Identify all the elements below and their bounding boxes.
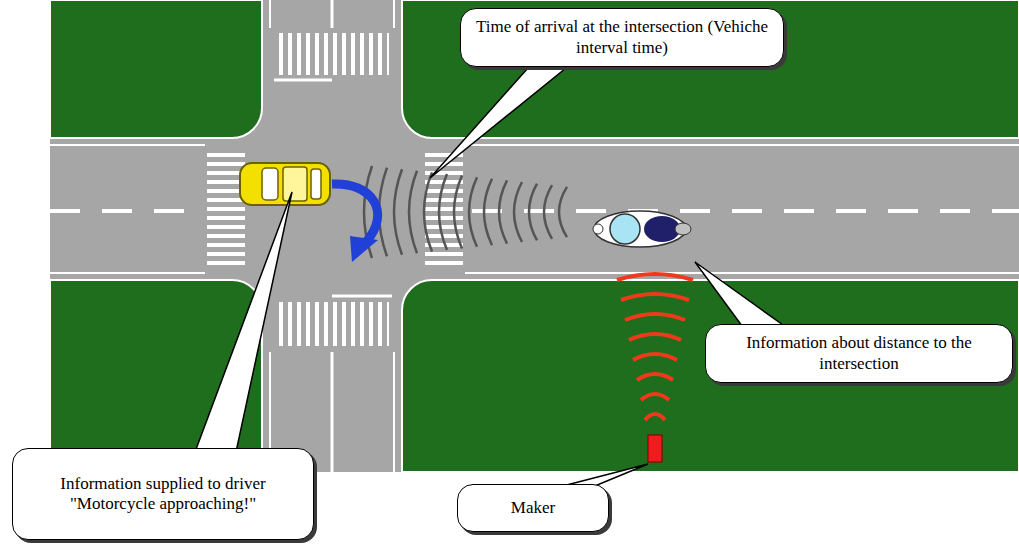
grass-block <box>50 0 262 138</box>
road-center-line <box>50 209 198 213</box>
callout-bubble: Information about distance to the inters… <box>705 324 1013 383</box>
radio-wave <box>469 177 477 247</box>
road-edge-line <box>50 272 205 274</box>
road-edge-line <box>393 0 395 28</box>
stop-line <box>274 79 332 82</box>
car <box>240 163 330 205</box>
callout-text: Maker <box>470 498 596 518</box>
car-window <box>262 168 278 200</box>
marker-wave <box>621 294 689 300</box>
callout-text: Information about distance to the inters… <box>718 333 1000 374</box>
radio-wave <box>484 179 492 245</box>
callout-pointer <box>695 262 790 330</box>
road-edge-line <box>465 272 1019 274</box>
marker-waves <box>617 274 693 420</box>
radio-waves <box>364 166 567 258</box>
callout-bubble: Time of arrival at the intersection (Veh… <box>460 8 784 67</box>
crosswalk <box>277 302 389 346</box>
motorcycle <box>593 211 691 247</box>
motorcycle-body <box>594 211 686 247</box>
radio-wave <box>499 180 507 243</box>
tail <box>675 223 691 235</box>
radio-wave <box>409 171 417 253</box>
grass-block <box>402 280 1019 472</box>
road-edge-line <box>393 352 395 472</box>
radio-wave <box>394 169 402 255</box>
car-body <box>240 163 330 205</box>
stop-line <box>332 295 392 298</box>
marker <box>648 435 662 462</box>
callout-pointer <box>195 192 292 452</box>
callout-text: Information supplied to driver "Motorcyc… <box>25 474 301 515</box>
turn-arrow-head <box>350 236 378 262</box>
road-edge-line <box>269 0 271 28</box>
turn-arrow <box>332 184 378 242</box>
road-center-line <box>331 352 334 472</box>
callout-bubble: Information supplied to driver "Motorcyc… <box>12 448 314 540</box>
callout-text: Time of arrival at the intersection (Veh… <box>473 17 771 58</box>
crosswalk <box>277 33 389 75</box>
radio-wave <box>439 174 447 250</box>
car-window <box>311 169 321 199</box>
marker-wave <box>633 354 677 360</box>
radio-wave <box>514 182 522 242</box>
road-edge-line <box>465 144 1019 146</box>
headlight <box>593 224 603 234</box>
road-center-line <box>331 0 334 28</box>
radio-wave <box>559 187 567 237</box>
marker-wave <box>617 274 693 280</box>
marker-wave <box>629 334 681 340</box>
marker-wave <box>641 394 669 400</box>
car-roof <box>283 167 307 201</box>
road-center-line <box>472 209 1019 213</box>
radio-wave <box>424 172 432 251</box>
marker-wave <box>637 374 673 380</box>
marker-wave <box>645 414 665 420</box>
marker-wave <box>625 314 685 320</box>
crosswalk <box>207 150 245 268</box>
radio-wave <box>454 176 462 249</box>
callout-bubble: Maker <box>457 484 609 532</box>
windshield <box>610 214 640 244</box>
radio-wave <box>544 185 552 239</box>
road-surface <box>50 0 1019 472</box>
callout-pointer <box>430 68 566 178</box>
road-edge-line <box>50 144 205 146</box>
crosswalk <box>425 150 463 268</box>
radio-wave <box>529 184 537 241</box>
